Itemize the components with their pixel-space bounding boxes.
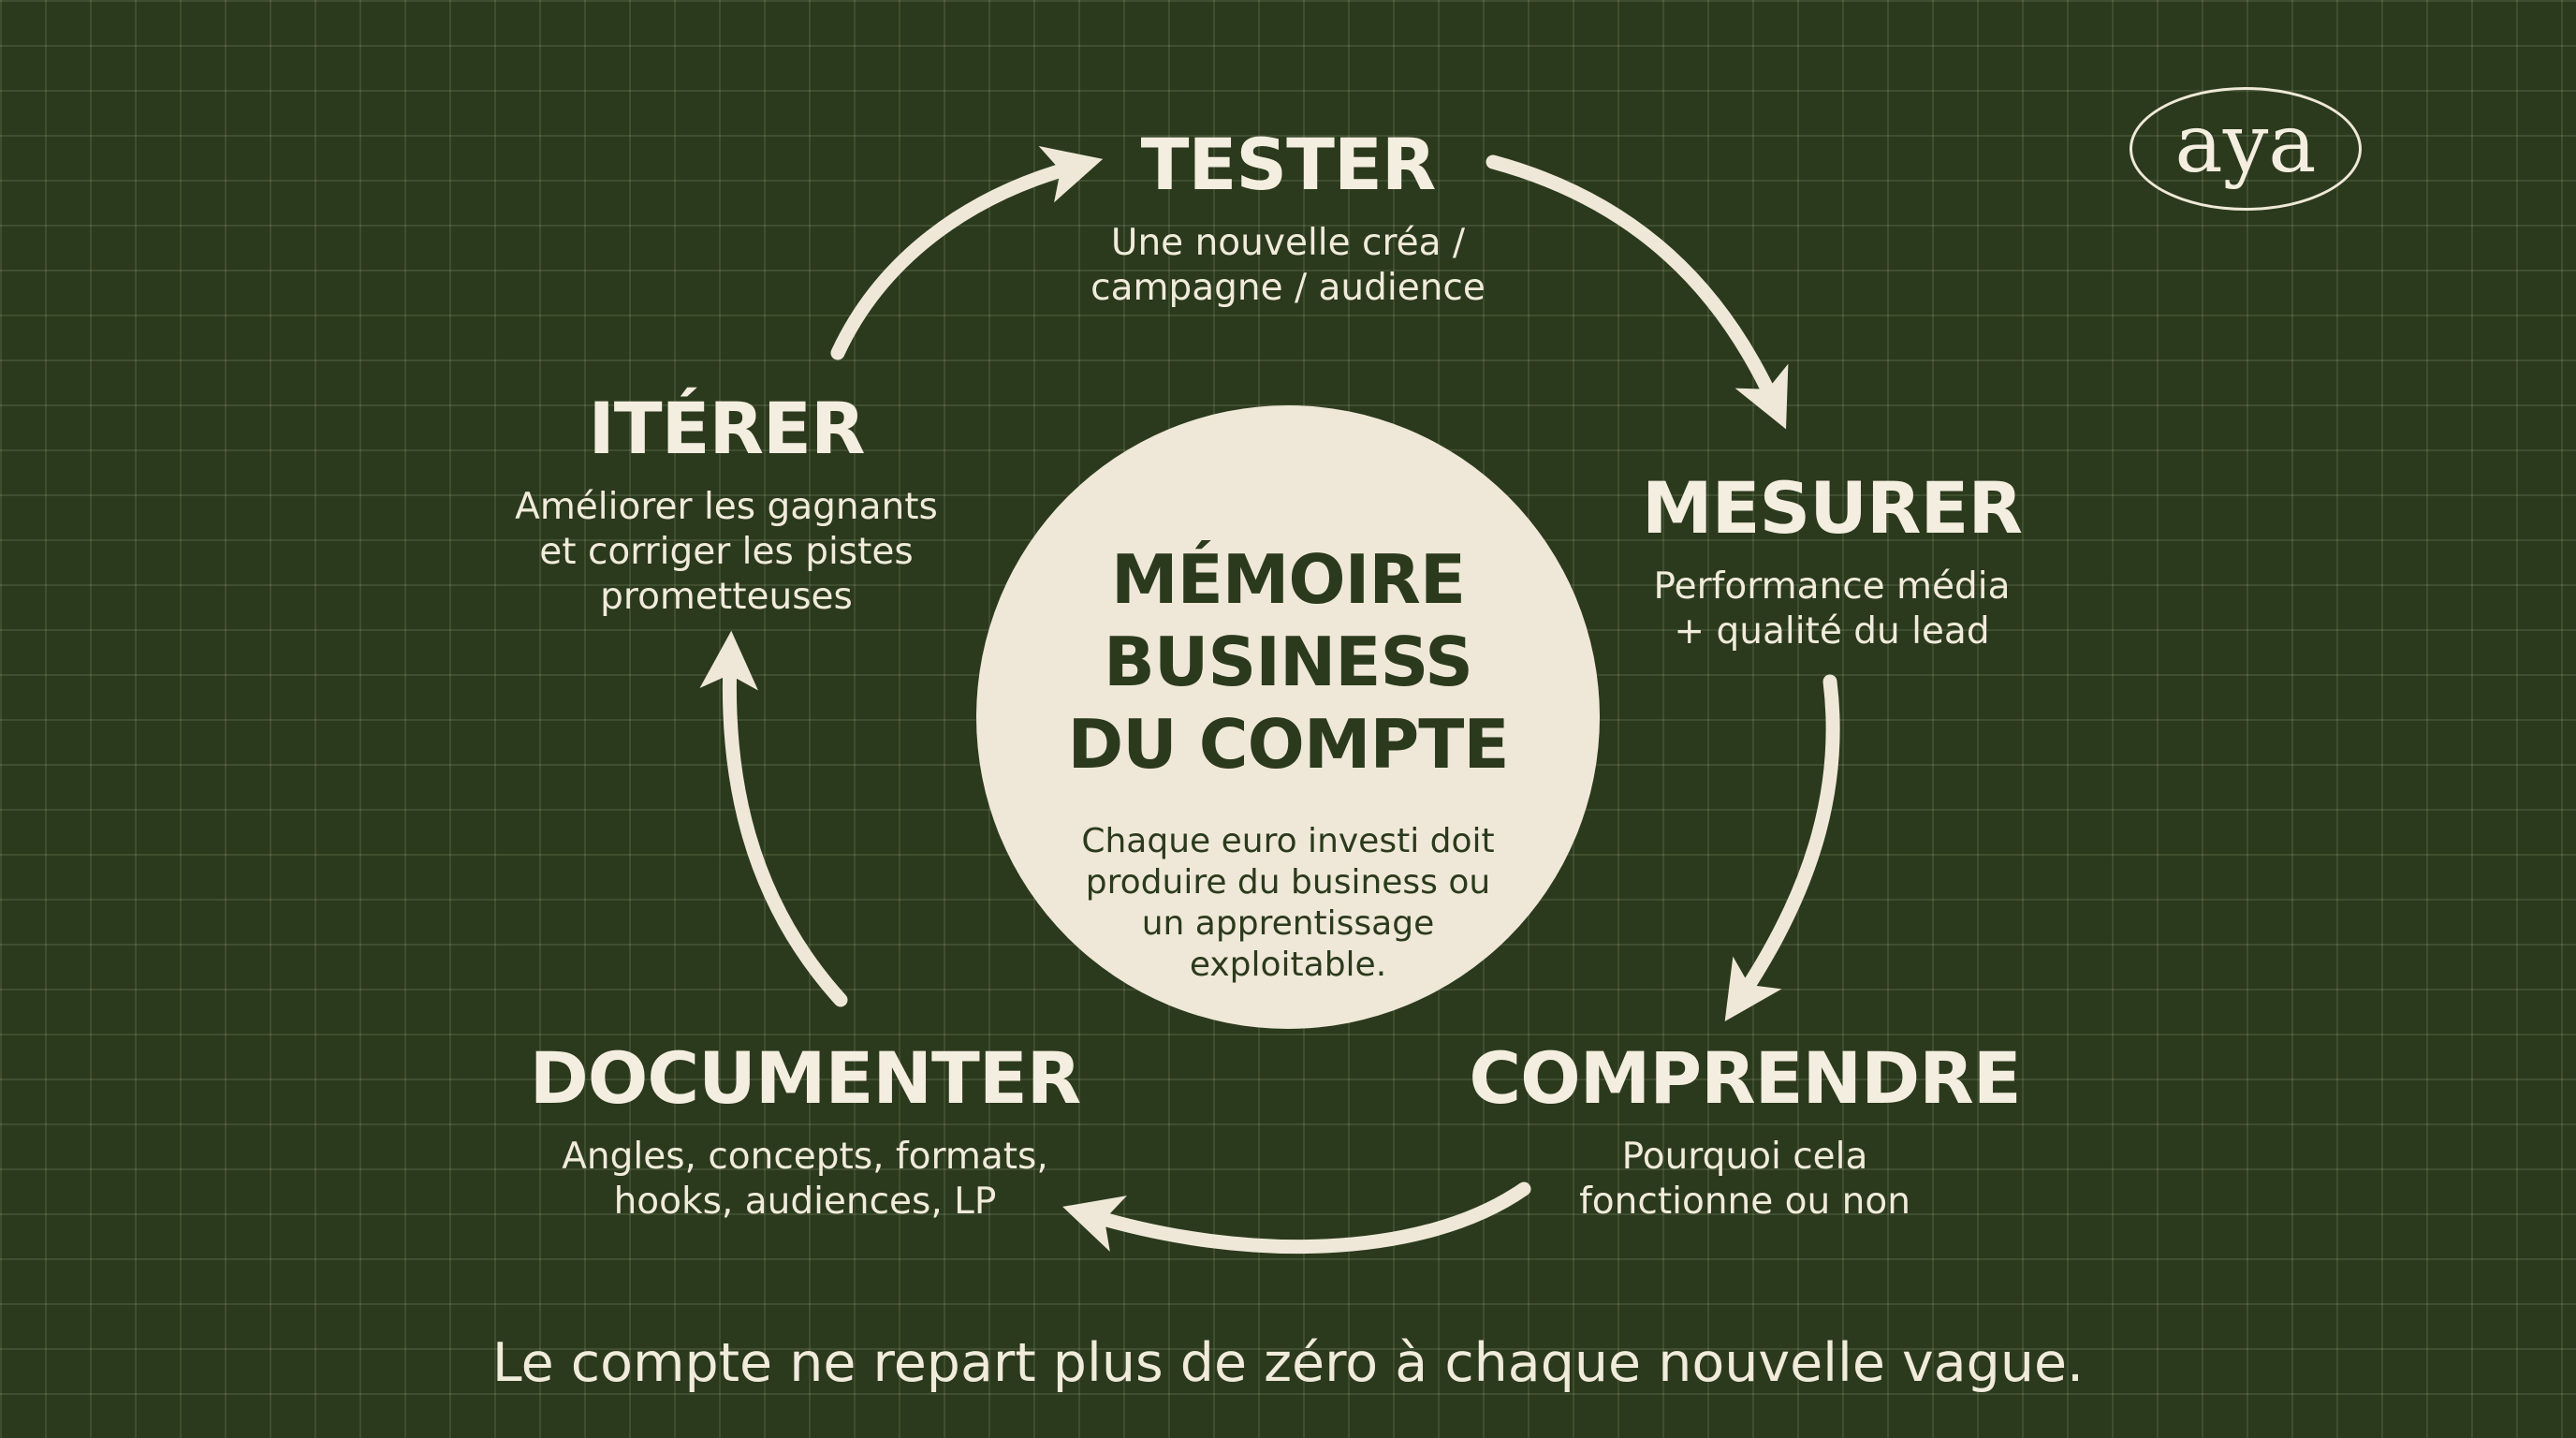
center-text-line: un apprentissage	[1141, 904, 1435, 943]
step-title: DOCUMENTER	[529, 1036, 1082, 1120]
step-documenter: DOCUMENTER Angles, concepts, formats, ho…	[431, 1043, 1179, 1225]
center-title: MÉMOIRE BUSINESS DU COMPTE	[976, 538, 1600, 785]
step-description-line: campagne / audience	[1090, 267, 1486, 309]
step-title: COMPRENDRE	[1469, 1036, 2021, 1120]
step-description-line: et corriger les pistes	[539, 531, 914, 573]
arrow-tester-to-mesurer	[1486, 154, 1789, 430]
step-title: MESURER	[1642, 466, 2023, 550]
step-description-line: Performance média	[1653, 565, 2011, 608]
step-description: Performance média + qualité du lead	[1551, 565, 2113, 654]
footer-caption: Le compte ne repart plus de zéro à chaqu…	[491, 1332, 2085, 1394]
arrow-mesurer-to-comprendre	[1724, 674, 1840, 1022]
center-text-line: Chaque euro investi doit	[1081, 822, 1495, 860]
step-description-line: prometteuses	[600, 576, 853, 618]
arrow-documenter-to-iterer	[699, 630, 848, 1007]
step-description: Améliorer les gagnants et corriger les p…	[446, 485, 1007, 620]
step-iterer: ITÉRER Améliorer les gagnants et corrige…	[446, 393, 1007, 620]
center-title-line: MÉMOIRE	[1110, 540, 1466, 619]
center-text-line: produire du business ou	[1085, 863, 1491, 902]
step-comprendre: COMPRENDRE Pourquoi cela fonctionne ou n…	[1417, 1043, 2072, 1225]
center-circle: MÉMOIRE BUSINESS DU COMPTE Chaque euro i…	[976, 405, 1600, 1029]
arrow-comprendre-to-documenter	[1062, 1181, 1531, 1255]
step-description: Pourquoi cela fonctionne ou non	[1417, 1135, 2072, 1225]
step-description: Angles, concepts, formats, hooks, audien…	[431, 1135, 1179, 1225]
step-description-line: Une nouvelle créa /	[1110, 222, 1466, 264]
step-description-line: fonctionne ou non	[1579, 1181, 1910, 1223]
step-mesurer: MESURER Performance média + qualité du l…	[1551, 473, 2113, 654]
step-tester: TESTER Une nouvelle créa / campagne / au…	[1007, 129, 1569, 311]
step-description-line: Pourquoi cela	[1621, 1136, 1868, 1178]
step-description-line: + qualité du lead	[1674, 610, 1990, 653]
step-description: Une nouvelle créa / campagne / audience	[1007, 221, 1569, 311]
brand-logo-text: aya	[2174, 97, 2317, 191]
step-description-line: Améliorer les gagnants	[515, 486, 938, 528]
center-text: Chaque euro investi doit produire du bus…	[976, 821, 1600, 986]
step-description-line: hooks, audiences, LP	[613, 1181, 997, 1223]
center-text-line: exploitable.	[1189, 946, 1387, 984]
center-title-line: DU COMPTE	[1067, 705, 1509, 784]
step-title: TESTER	[1140, 123, 1437, 206]
brand-logo: aya	[2130, 87, 2362, 211]
step-description-line: Angles, concepts, formats,	[562, 1136, 1048, 1178]
arrow-iterer-to-tester	[830, 146, 1104, 360]
center-title-line: BUSINESS	[1104, 623, 1473, 701]
step-title: ITÉRER	[588, 387, 866, 470]
